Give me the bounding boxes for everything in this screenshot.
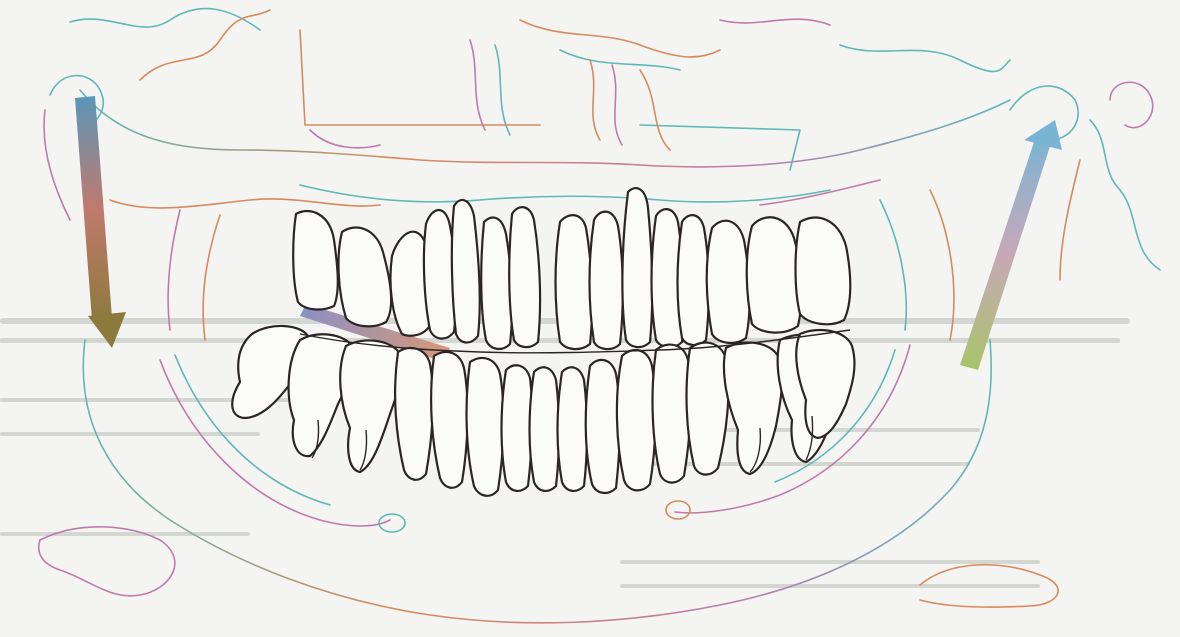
lower-molar-l1	[340, 340, 402, 472]
lower-premolar-l1	[431, 352, 468, 488]
lower-central-r	[558, 367, 588, 491]
lower-lateral-r	[586, 360, 620, 493]
upper-molar-l3	[293, 211, 338, 309]
lower-premolar-r1	[653, 345, 691, 483]
upper-teeth	[293, 188, 850, 349]
upper-molar-l2	[339, 227, 392, 326]
lower-molar-r1	[724, 342, 782, 474]
upper-premolar-l1	[452, 200, 480, 343]
lower-lateral-l	[502, 365, 533, 491]
upper-lateral-r	[622, 188, 652, 347]
lower-canine-r	[617, 350, 656, 490]
arrow-up-icon	[960, 120, 1062, 370]
lower-teeth	[232, 326, 854, 496]
lower-premolar-l2	[395, 348, 433, 480]
upper-premolar-r1	[678, 215, 709, 345]
upper-central-r	[590, 212, 623, 349]
upper-premolar-r2	[707, 221, 750, 343]
upper-lateral-l	[509, 207, 540, 347]
lower-canine-l	[467, 358, 504, 496]
upper-molar-r2	[796, 217, 851, 324]
upper-molar-r1	[747, 217, 802, 332]
lower-central-l	[530, 367, 560, 491]
lower-premolar-r2	[687, 343, 729, 475]
upper-central-l	[556, 215, 593, 349]
upper-canine-l	[481, 218, 512, 349]
arrow-down-icon	[75, 96, 126, 348]
